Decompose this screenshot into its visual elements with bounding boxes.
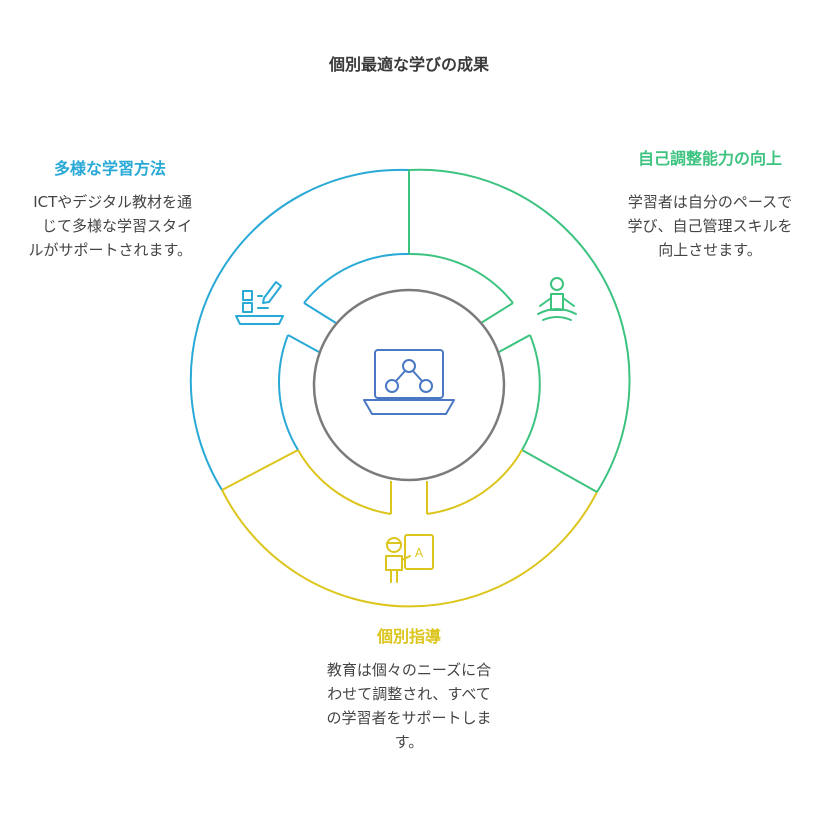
diagram-title: 個別最適な学びの成果: [328, 55, 489, 74]
writing-tablet-icon: [235, 281, 284, 325]
center-circle: [312, 288, 506, 482]
blue-inner-arc-top: [303, 252, 410, 304]
diverse-desc: ICTやデジタル教材を通じて多様な学習スタイルがサポートされます。: [28, 193, 192, 259]
yellow-inner-arc-left: [297, 449, 392, 515]
blue-inner-arc-left: [278, 334, 299, 451]
individual-desc: 教育は個々のニーズに合わせて調整され、すべての学習者をサポートします。: [326, 661, 492, 751]
green-inner-arc-top: [408, 252, 514, 304]
green-inner-arc-right: [521, 334, 541, 451]
yellow-inner-arc-right: [426, 449, 523, 515]
divider-left: [221, 449, 299, 491]
selfreg-label: 自己調整能力の向上: [637, 149, 782, 168]
individual-label: 個別指導: [376, 627, 441, 646]
green-outer-arc: [408, 168, 631, 493]
teacher-board-icon: A: [385, 534, 434, 583]
selfreg-desc: 学習者は自分のペースで学び、自己管理スキルを向上させます。: [627, 193, 793, 259]
diverse-label: 多様な学習方法: [53, 159, 166, 178]
laptop-network-icon: [363, 349, 455, 415]
meditation-icon: [537, 277, 577, 321]
yellow-outer-arc: [221, 489, 598, 608]
svg-text:A: A: [415, 546, 424, 560]
blue-outer-arc: [189, 168, 410, 491]
divider-right: [521, 449, 598, 493]
